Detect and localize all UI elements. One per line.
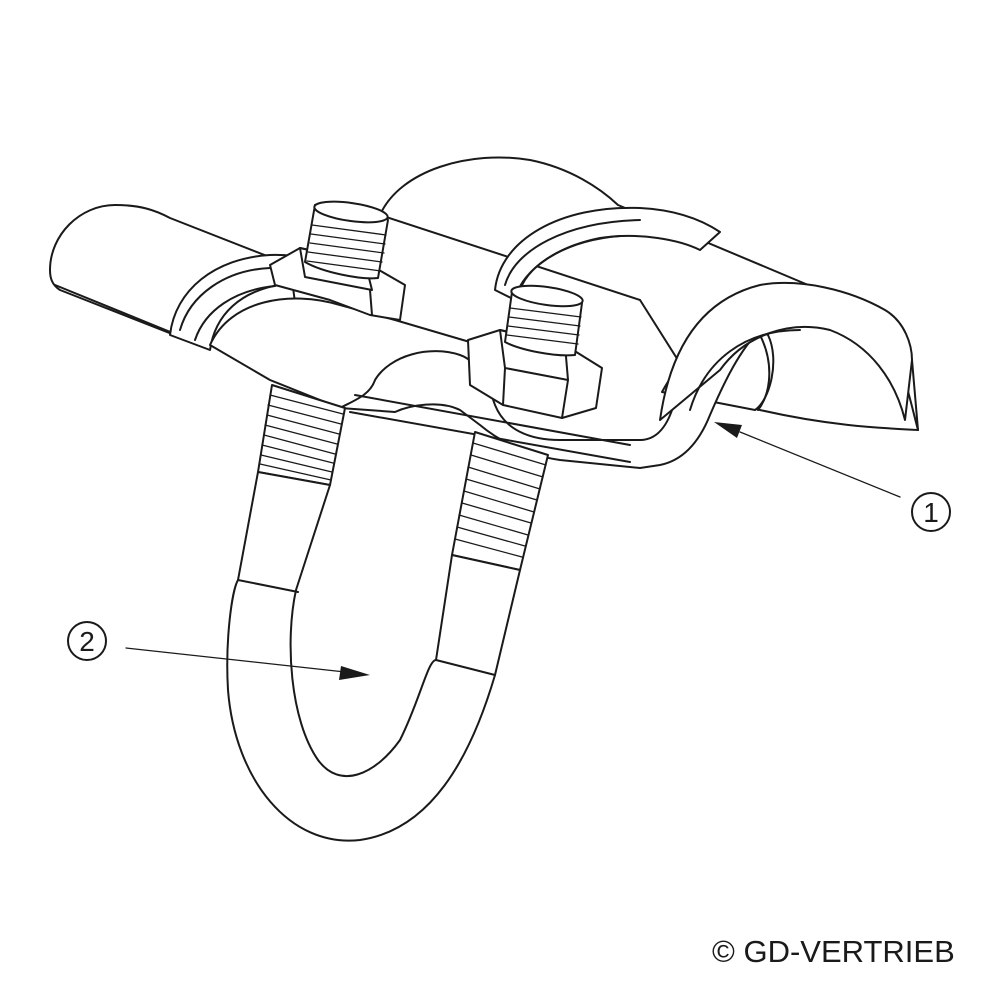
copyright-notice: © GD-VERTRIEB <box>712 934 955 969</box>
callout-1: 1 <box>911 492 951 532</box>
u-bolt-bend <box>226 471 521 842</box>
left-tube <box>49 204 301 346</box>
left-stud <box>304 200 389 280</box>
callout-2-number: 2 <box>79 626 95 657</box>
callout-1-number: 1 <box>923 497 939 528</box>
right-stud <box>504 284 584 357</box>
saddle-bracket <box>209 282 913 469</box>
callout-2: 2 <box>67 621 107 661</box>
leader-arrow-2 <box>125 647 370 680</box>
u-bolt-right-leg <box>451 431 549 571</box>
leader-arrow-1 <box>714 422 901 498</box>
u-bolt-left-leg <box>257 384 346 486</box>
